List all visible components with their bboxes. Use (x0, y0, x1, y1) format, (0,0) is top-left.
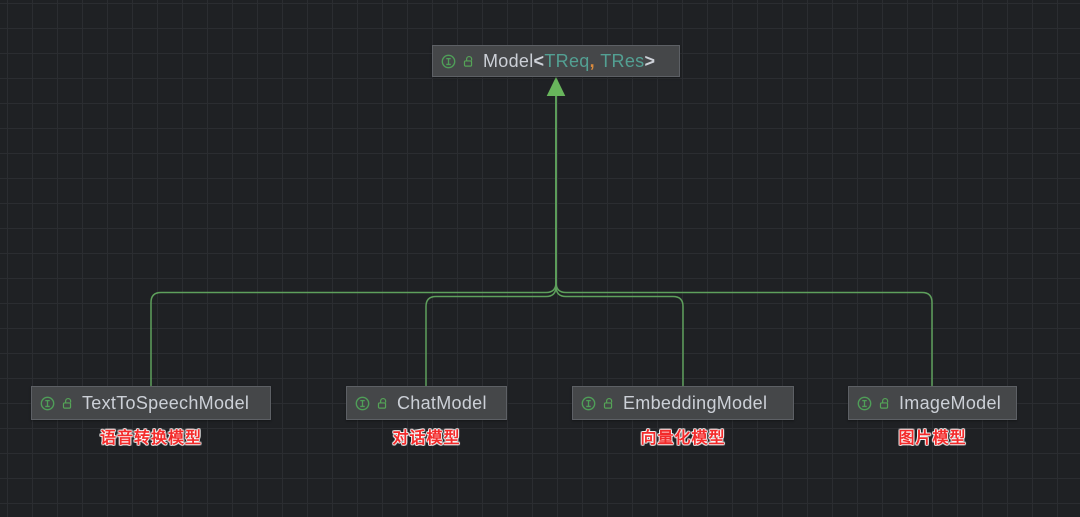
annotation-imagemodel: 图片模型 (898, 430, 967, 447)
unlock-icon (62, 397, 75, 410)
annotation-texttospeechmodel: 语音转换模型 (99, 430, 202, 447)
interface-icon (40, 396, 55, 411)
unlock-icon (377, 397, 390, 410)
unlock-icon (463, 55, 476, 68)
node-model-label: Model<TReq,TRes> (483, 50, 656, 71)
annotation-chatmodel: 对话模型 (392, 430, 461, 447)
edge-chatmodel-to-model[interactable] (425, 95, 557, 386)
edge-texttospeechmodel-to-model[interactable] (150, 95, 557, 386)
node-chatmodel[interactable]: ChatModel (346, 386, 507, 420)
edge-embeddingmodel-to-model[interactable] (555, 95, 684, 386)
node-texttospeechmodel[interactable]: TextToSpeechModel (31, 386, 271, 420)
node-model[interactable]: Model<TReq,TRes> (432, 45, 680, 77)
node-label: ChatModel (397, 392, 487, 413)
interface-icon (441, 54, 456, 69)
node-label: TextToSpeechModel (82, 392, 250, 413)
unlock-icon (603, 397, 616, 410)
interface-icon (857, 396, 872, 411)
node-label: ImageModel (899, 392, 1002, 413)
interface-icon (581, 396, 596, 411)
annotation-embeddingmodel: 向量化模型 (640, 430, 726, 447)
node-label: EmbeddingModel (623, 392, 768, 413)
node-imagemodel[interactable]: ImageModel (848, 386, 1017, 420)
edge-imagemodel-to-model[interactable] (555, 95, 933, 386)
unlock-icon (879, 397, 892, 410)
node-embeddingmodel[interactable]: EmbeddingModel (572, 386, 794, 420)
inheritance-arrow-icon (546, 76, 566, 96)
interface-icon (355, 396, 370, 411)
